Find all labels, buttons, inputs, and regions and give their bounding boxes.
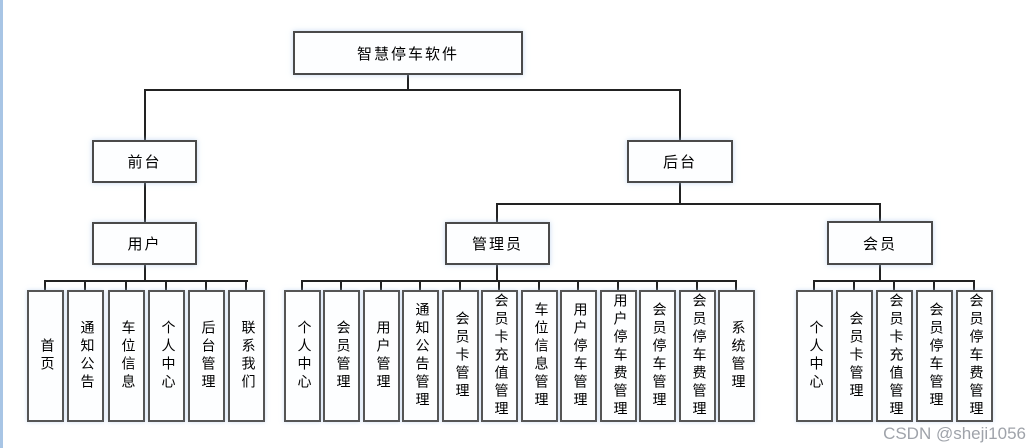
connector-line (44, 280, 248, 282)
watermark: CSDN @sheji1056 (883, 424, 1026, 443)
leaf-node: 后台管理 (188, 290, 225, 422)
leaf-node: 会员卡管理 (442, 290, 479, 422)
leaf-label: 系统管理 (729, 320, 745, 392)
leaf-label: 车位信息管理 (532, 302, 548, 410)
connector-line (407, 75, 409, 91)
leaf-node: 用户停车管理 (560, 290, 597, 422)
leaf-label: 个人中心 (807, 320, 823, 392)
connector-line (813, 281, 815, 290)
leaf-label: 会员停车费管理 (967, 293, 983, 419)
leaf-label: 个人中心 (159, 320, 175, 392)
leaf-node: 会员停车管理 (916, 290, 953, 422)
connector-line (496, 203, 881, 205)
connector-line (617, 281, 619, 290)
leaf-node: 个人中心 (284, 290, 321, 422)
leaf-label: 会员停车管理 (927, 302, 943, 410)
leaf-node: 通知公告 (67, 290, 104, 422)
connector-line (853, 281, 855, 290)
leaf-label: 通知公告 (78, 320, 94, 392)
leaf-node: 个人中心 (796, 290, 833, 422)
connector-line (144, 89, 681, 91)
leaf-node: 会员管理 (323, 290, 360, 422)
node-backend-label: 后台 (662, 155, 697, 171)
leaf-node: 通知公告管理 (402, 290, 439, 422)
connector-line (879, 203, 881, 221)
node-member: 会员 (827, 221, 933, 265)
connector-line (301, 280, 737, 282)
connector-line (144, 265, 146, 281)
connector-line (205, 281, 207, 290)
connector-line (735, 281, 737, 290)
leaf-node: 个人中心 (148, 290, 185, 422)
leaf-label: 首页 (38, 338, 54, 374)
connector-line (696, 281, 698, 290)
leaf-label: 后台管理 (199, 320, 215, 392)
connector-line (933, 281, 935, 290)
connector-line (380, 281, 382, 290)
node-frontend: 前台 (92, 140, 197, 183)
leaf-node: 系统管理 (718, 290, 755, 422)
node-member-label: 会员 (862, 236, 897, 253)
connector-line (893, 281, 895, 290)
node-admin-label: 管理员 (471, 237, 523, 253)
leaf-node: 首页 (27, 290, 64, 422)
leaf-label: 会员管理 (334, 320, 350, 392)
connector-line (973, 281, 975, 290)
leaf-node: 会员停车管理 (639, 290, 676, 422)
connector-line (144, 183, 146, 222)
connector-line (419, 281, 421, 290)
connector-line (496, 265, 498, 281)
connector-line (577, 281, 579, 290)
leaf-label: 车位信息 (119, 320, 135, 392)
connector-line (496, 203, 498, 222)
node-user-label: 用户 (127, 237, 162, 253)
connector-line (879, 264, 881, 281)
connector-line (679, 89, 681, 140)
connector-line (498, 281, 500, 290)
leaf-label: 通知公告管理 (413, 302, 429, 410)
leaf-node: 车位信息管理 (521, 290, 558, 422)
leaf-node: 会员卡管理 (836, 290, 873, 422)
node-user: 用户 (92, 222, 197, 265)
leaf-node: 用户管理 (363, 290, 400, 422)
connector-line (84, 281, 86, 290)
connector-line (538, 281, 540, 290)
leaf-label: 会员卡管理 (847, 311, 863, 401)
leaf-node: 用户停车费管理 (600, 290, 637, 422)
node-root: 智慧停车软件 (293, 31, 523, 75)
leaf-label: 会员卡充值管理 (887, 293, 903, 419)
leaf-node: 会员停车费管理 (679, 290, 716, 422)
connector-line (340, 281, 342, 290)
connector-line (125, 281, 127, 290)
leaf-node: 会员停车费管理 (956, 290, 993, 422)
leaf-node: 车位信息 (108, 290, 145, 422)
leaf-label: 联系我们 (239, 320, 255, 392)
leaf-label: 用户管理 (374, 320, 390, 392)
leaf-label: 个人中心 (295, 320, 311, 392)
node-frontend-label: 前台 (127, 155, 162, 171)
leaf-label: 用户停车管理 (571, 302, 587, 410)
node-backend: 后台 (627, 140, 733, 183)
leaf-label: 会员停车费管理 (690, 293, 706, 419)
leaf-label: 用户停车费管理 (611, 293, 627, 419)
leaf-node: 联系我们 (228, 290, 265, 422)
connector-line (459, 281, 461, 290)
leaf-node: 会员卡充值管理 (876, 290, 913, 422)
connector-line (301, 281, 303, 290)
node-root-label: 智慧停车软件 (356, 46, 459, 63)
connector-line (679, 183, 681, 203)
connector-line (656, 281, 658, 290)
node-admin: 管理员 (445, 222, 550, 265)
connector-line (144, 89, 146, 140)
leaf-label: 会员停车管理 (650, 302, 666, 410)
left-border-line (0, 0, 3, 448)
connector-line (245, 281, 247, 290)
leaf-label: 会员卡管理 (453, 311, 469, 401)
connector-line (44, 281, 46, 290)
leaf-label: 会员卡充值管理 (492, 293, 508, 419)
leaf-node: 会员卡充值管理 (481, 290, 518, 422)
connector-line (165, 281, 167, 290)
